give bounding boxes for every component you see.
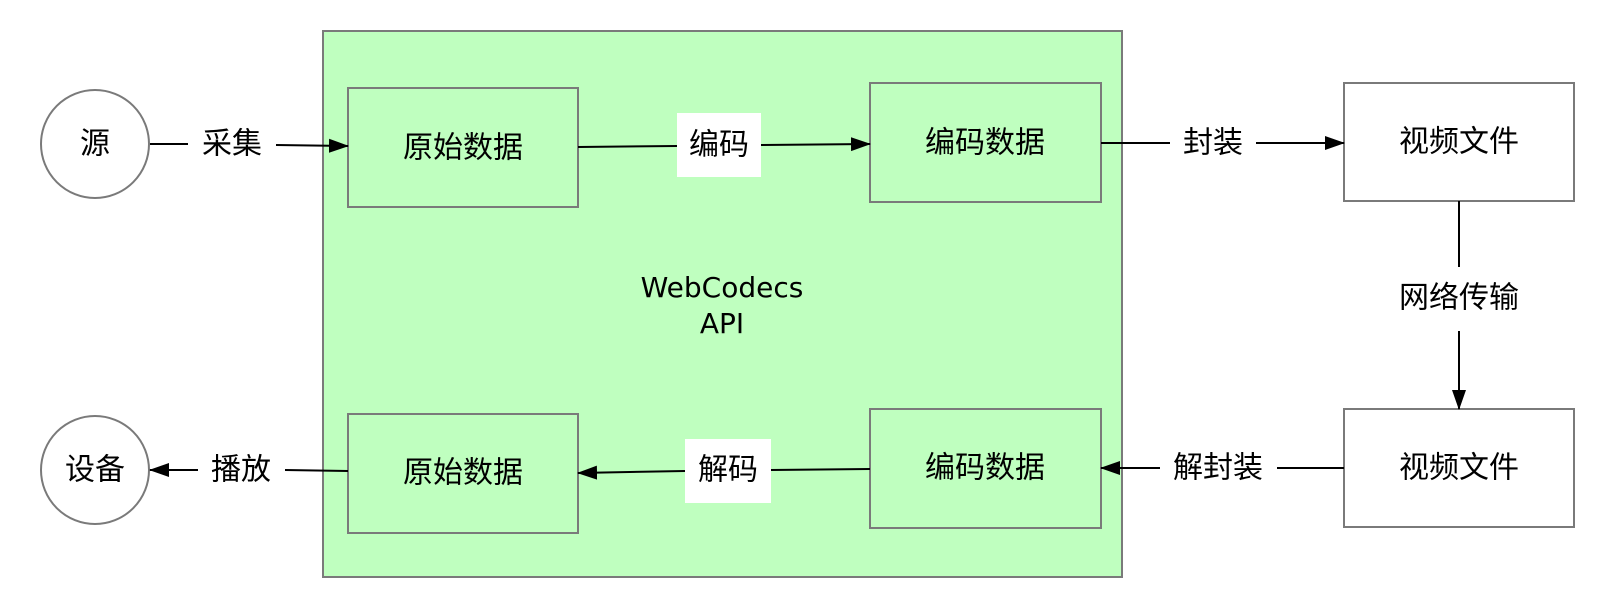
device-label: 设备 bbox=[65, 453, 125, 488]
decode-edge-line-a bbox=[770, 468, 871, 471]
network-edge-label: 网络传输 bbox=[1399, 281, 1519, 316]
video-file-bottom-box bbox=[1343, 408, 1575, 528]
encoded-data-bottom-label: 编码数据 bbox=[925, 451, 1045, 486]
encoded-data-top-label: 编码数据 bbox=[925, 126, 1045, 161]
capture-edge-label: 采集 bbox=[202, 127, 262, 162]
encode-edge-line-a bbox=[577, 145, 678, 148]
video-file-bottom-label: 视频文件 bbox=[1399, 451, 1519, 486]
raw-data-top-label: 原始数据 bbox=[403, 131, 523, 166]
encode-edge-label-bg bbox=[677, 113, 761, 177]
play-edge-label: 播放 bbox=[211, 453, 271, 488]
api-title-line2: API bbox=[700, 307, 744, 340]
encode-edge-label: 编码 bbox=[689, 128, 749, 163]
encoded-data-bottom-box bbox=[869, 408, 1102, 529]
encode-edge-arrow bbox=[760, 137, 871, 152]
play-edge-line-a bbox=[284, 469, 349, 472]
demux-edge-label: 解封装 bbox=[1173, 451, 1263, 486]
video-file-top-label: 视频文件 bbox=[1399, 125, 1519, 160]
source-label: 源 bbox=[80, 127, 110, 162]
decode-edge-label-bg bbox=[685, 439, 771, 503]
raw-data-bottom-label: 原始数据 bbox=[403, 456, 523, 491]
capture-edge-arrow bbox=[275, 138, 349, 153]
source-node bbox=[40, 89, 150, 199]
decode-edge-label: 解码 bbox=[698, 453, 758, 488]
decode-edge-arrow bbox=[577, 465, 686, 480]
video-file-top-box bbox=[1343, 82, 1575, 202]
api-title-line1: WebCodecs bbox=[641, 271, 804, 304]
mux-edge-label: 封装 bbox=[1183, 126, 1243, 161]
raw-data-bottom-box bbox=[347, 413, 579, 534]
